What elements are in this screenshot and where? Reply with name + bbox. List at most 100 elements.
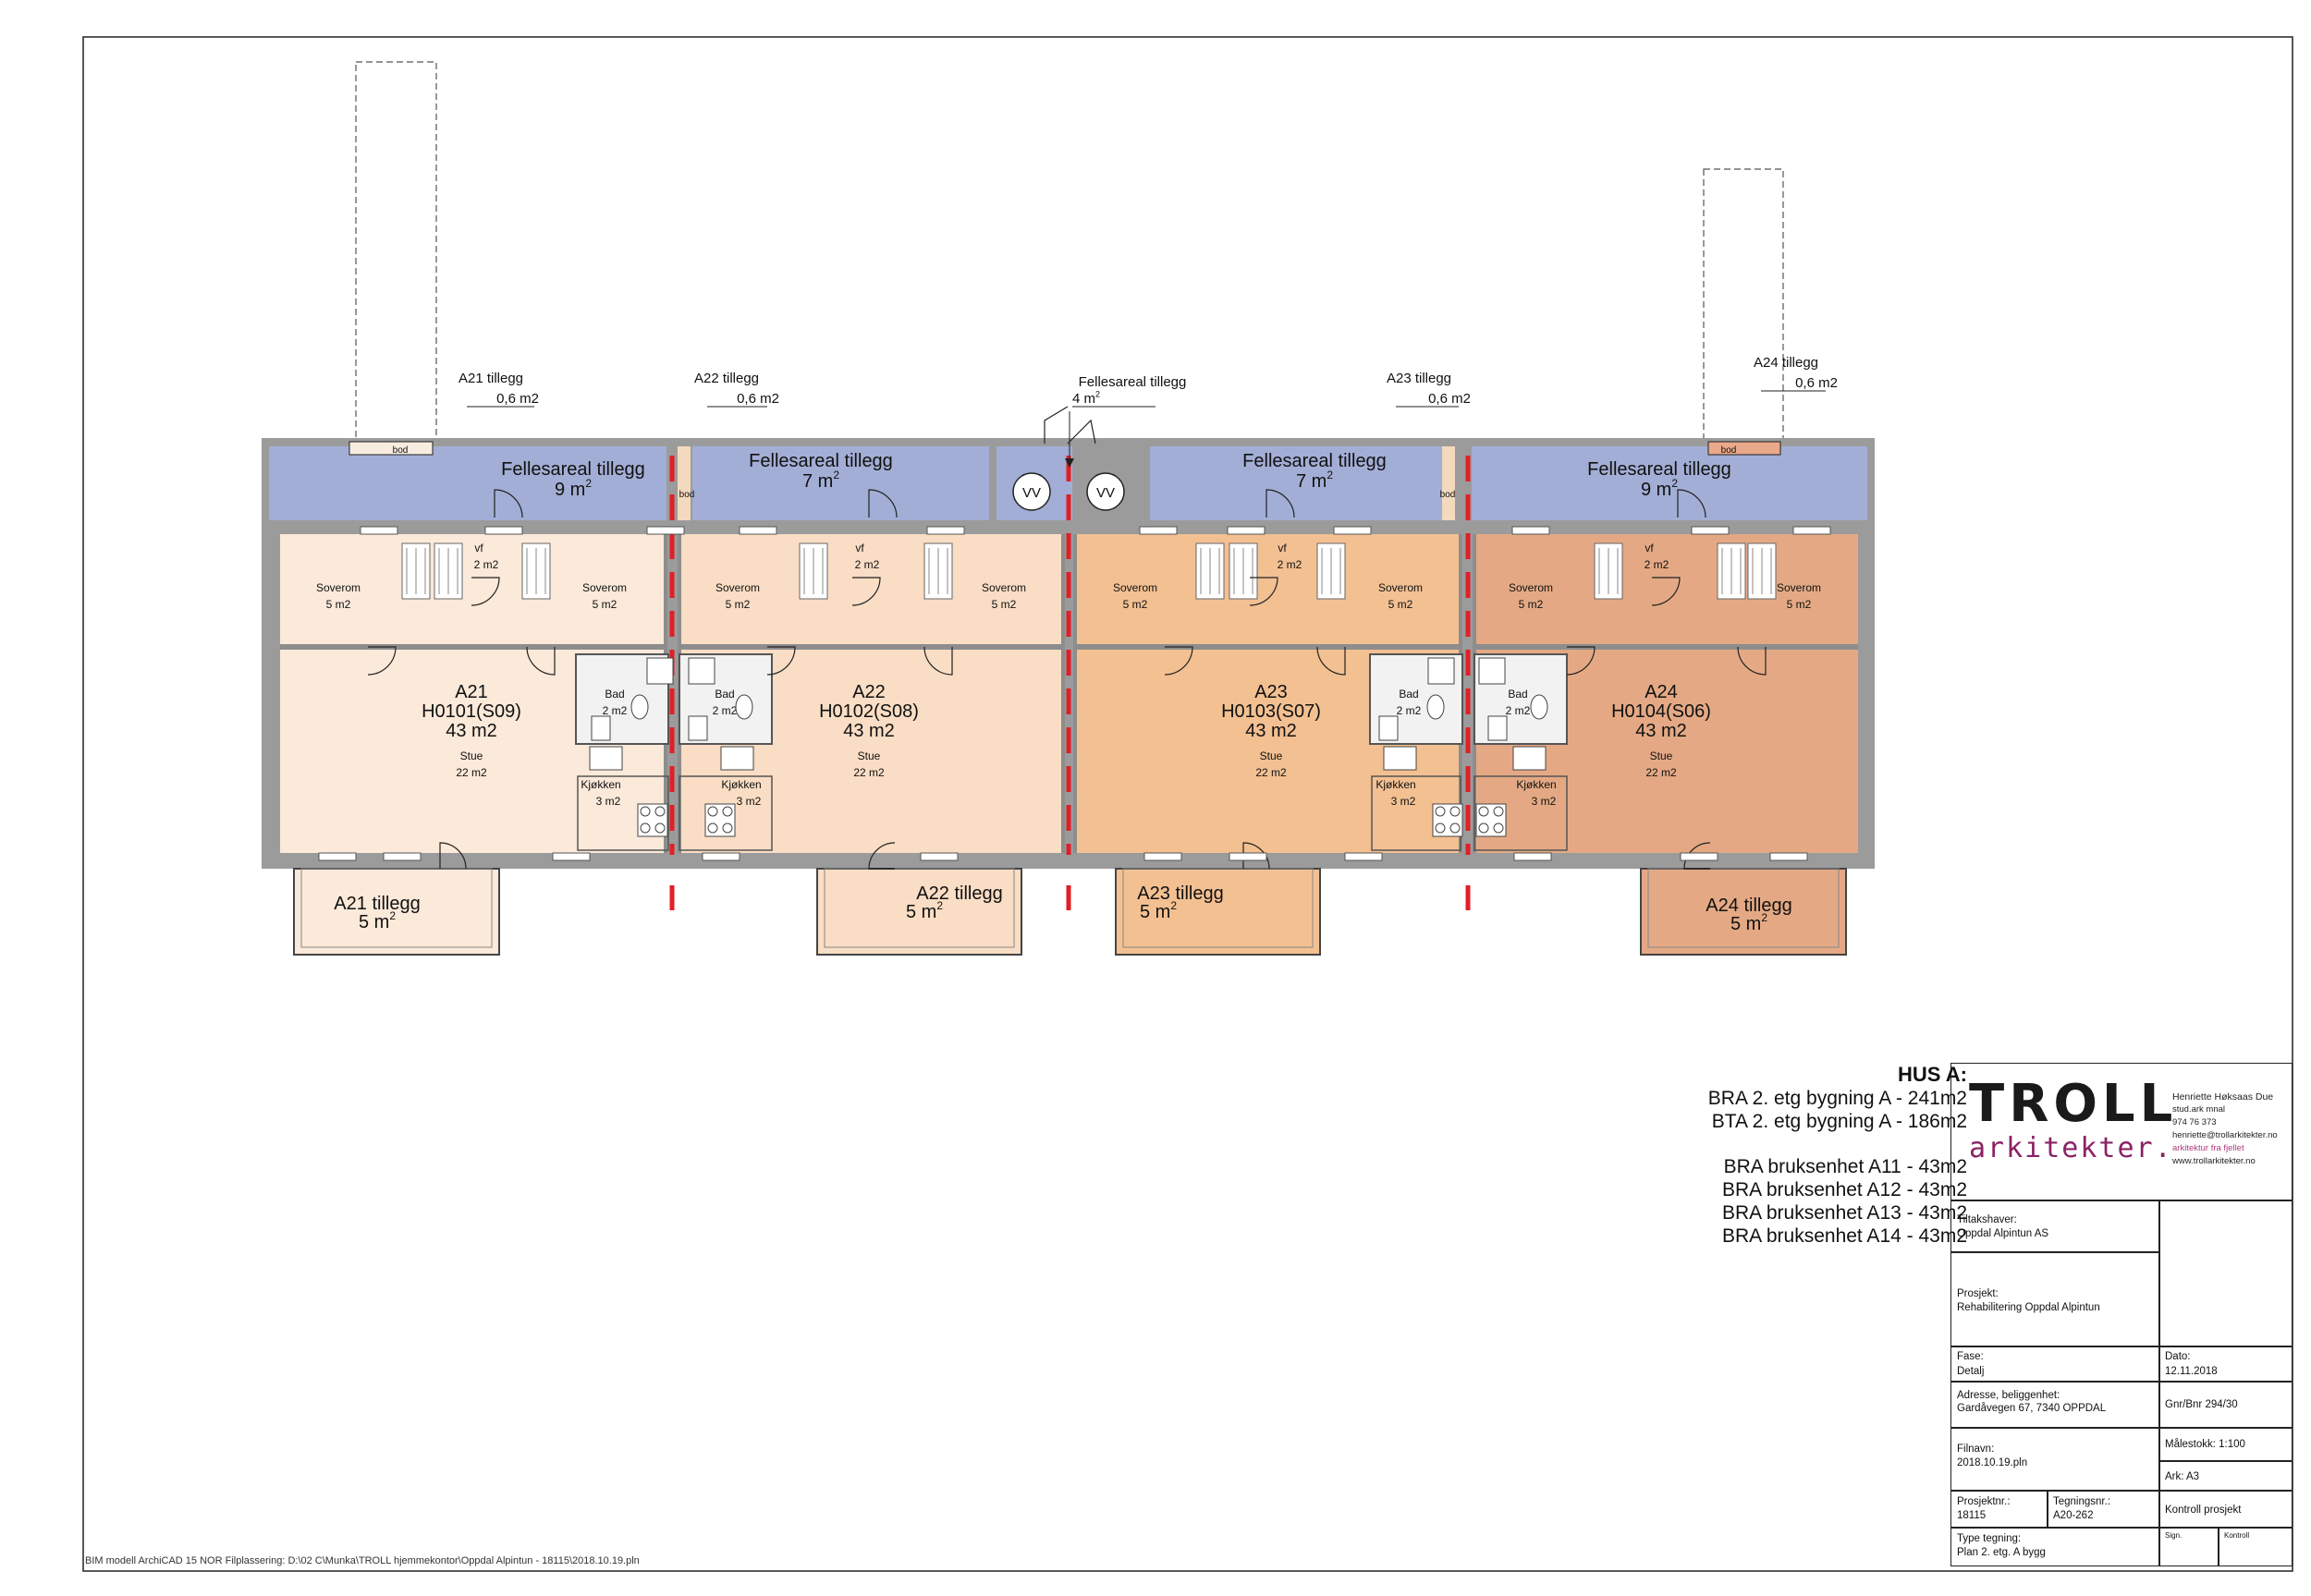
door-swing <box>923 646 953 676</box>
kitchen-sink <box>589 746 623 771</box>
blank-cell <box>2158 1200 2293 1347</box>
bod-cell <box>1707 441 1781 456</box>
burner <box>722 822 733 834</box>
door-swing <box>766 646 796 676</box>
unit-area-line: BRA bruksenhet A12 - 43m2 <box>1722 1179 1967 1200</box>
stair-door <box>1044 406 1096 445</box>
window <box>1143 852 1182 861</box>
bra-line: BRA 2. etg bygning A - 241m2 <box>1707 1088 1967 1109</box>
unit-area: 43 m2 <box>446 721 497 741</box>
tegningsnr-value: A20-262 <box>2053 1510 2094 1521</box>
dato-label: Dato: <box>2165 1351 2191 1362</box>
troll-logo: TROLL arkitekter. <box>1969 1074 2178 1165</box>
burner <box>707 822 718 834</box>
title-block: Tiltakshaver: Oppdal Alpintun AS Prosjek… <box>1950 1063 2293 1566</box>
burner <box>722 806 733 817</box>
common-area <box>692 446 989 520</box>
door-swing <box>1266 489 1295 518</box>
fellesareal-label: Fellesareal tillegg <box>749 451 893 471</box>
balcony-a24 <box>1640 868 1847 956</box>
window <box>739 526 777 535</box>
contact-name: Henriette Høksaas Due <box>2172 1091 2274 1103</box>
logo-wordmark: TROLL <box>1969 1074 2178 1134</box>
superscript-2: 2 <box>1170 899 1177 912</box>
shower-tray <box>1427 657 1455 685</box>
ark-cell: Ark: A3 <box>2158 1460 2293 1492</box>
vv-unit <box>1012 472 1051 511</box>
unit-name: A22 <box>852 682 886 702</box>
bod-label: bod <box>393 445 409 456</box>
room-label-soverom: Soverom <box>982 581 1026 594</box>
unit-area: 43 m2 <box>1245 721 1297 741</box>
superscript-2: 2 <box>1327 469 1333 481</box>
window <box>360 526 398 535</box>
bathroom-sink <box>1378 715 1399 741</box>
unit-area: 43 m2 <box>1635 721 1687 741</box>
room-label-stue: Stue <box>858 749 881 762</box>
room-label-kjokken: Kjøkken <box>581 778 620 791</box>
room-area: 2 m2 <box>474 558 499 571</box>
ark-value: Ark: A3 <box>2165 1471 2200 1482</box>
superscript-2: 2 <box>833 469 839 481</box>
vv-label: VV <box>1096 485 1115 501</box>
storage-tillegg-area: 0,6 m2 <box>1795 375 1838 391</box>
room-label-kjokken: Kjøkken <box>721 778 761 791</box>
door-swing <box>1737 646 1767 676</box>
balcony-area: 5 m2 <box>1730 911 1767 934</box>
fellesareal-label: Fellesareal tillegg <box>501 459 645 480</box>
fase-label: Fase: <box>1957 1351 1984 1362</box>
vv-unit <box>1086 472 1125 511</box>
toilet <box>1426 694 1445 720</box>
door-swing <box>526 646 556 676</box>
contact-tagline: arkitektur fra fjellet <box>2172 1143 2244 1153</box>
superscript-2: 2 <box>585 477 592 490</box>
room-label-stue: Stue <box>460 749 483 762</box>
storage-tillegg-label: A23 tillegg <box>1387 371 1451 386</box>
malestokk-cell: Målestokk: 1:100 <box>2158 1427 2293 1462</box>
filnavn-label: Filnavn: <box>1957 1444 1995 1455</box>
room-label-soverom: Soverom <box>715 581 760 594</box>
dato-cell: Dato: 12.11.2018 <box>2158 1346 2293 1383</box>
bathroom-sink <box>1487 715 1508 741</box>
kitchen-outline <box>1473 775 1568 851</box>
door-swing <box>851 577 881 606</box>
unit-code: H0102(S08) <box>819 701 919 722</box>
room-area: 22 m2 <box>456 766 487 779</box>
unit-area-line: BRA bruksenhet A11 - 43m2 <box>1723 1156 1967 1177</box>
unit-name: A24 <box>1645 682 1678 702</box>
kitchen-sink <box>1383 746 1417 771</box>
burner <box>654 806 666 817</box>
building-heading: HUS A: <box>1898 1063 1967 1086</box>
prosjekt-cell: Prosjekt: Rehabilitering Oppdal Alpintun <box>1950 1251 2160 1347</box>
stove <box>1432 803 1463 837</box>
door-swing <box>868 842 896 870</box>
door-swing <box>1316 646 1346 676</box>
fellesareal-top-area: 4 m2 <box>1072 389 1100 407</box>
bod-label: bod <box>1721 445 1737 456</box>
room-label-soverom: Soverom <box>582 581 627 594</box>
room-area: 22 m2 <box>1645 766 1677 779</box>
door-swing <box>1164 646 1193 676</box>
burner <box>654 822 666 834</box>
contact-phone: 974 76 373 <box>2172 1117 2217 1127</box>
shower-tray <box>1478 657 1506 685</box>
window <box>1680 852 1718 861</box>
room-area: 3 m2 <box>1532 795 1557 808</box>
burner <box>1493 822 1504 834</box>
burner <box>1478 822 1489 834</box>
burner <box>707 806 718 817</box>
window <box>552 852 591 861</box>
room-label-soverom: Soverom <box>1378 581 1423 594</box>
bathroom-sink <box>688 715 708 741</box>
window <box>1513 852 1552 861</box>
fase-cell: Fase: Detalj <box>1950 1346 2160 1383</box>
arrow-head <box>1065 458 1074 468</box>
shower-tray <box>646 657 674 685</box>
fellesareal-area-value: 7 m <box>802 471 833 492</box>
balcony-area: 5 m2 <box>906 899 943 922</box>
room-label-soverom: Soverom <box>1777 581 1821 594</box>
burner <box>1435 822 1446 834</box>
common-area <box>1150 446 1455 520</box>
window <box>702 852 740 861</box>
